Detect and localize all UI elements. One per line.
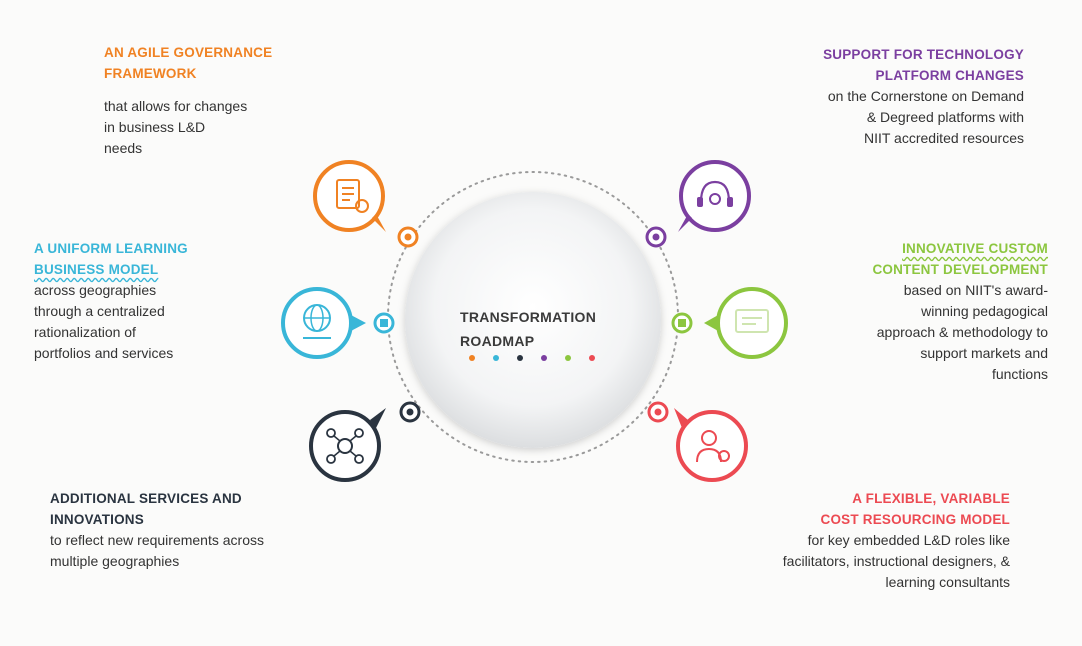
center-title-line2: ROADMAP [460,333,535,349]
flexible-heading: A FLEXIBLE, VARIABLE COST RESOURCING MOD… [820,491,1010,527]
globe-network-icon [281,287,366,359]
lightbulb-network-icon [309,408,386,482]
headset-gear-icon [678,160,751,232]
center-disc [405,192,661,448]
innovative-block: INNOVATIVE CUSTOM CONTENT DEVELOPMENT ba… [872,238,1048,385]
person-gear-icon [674,408,748,482]
monitor-content-icon [704,287,788,359]
ring-markers [373,226,693,423]
flexible-text: for key embedded L&D roles like facilita… [782,532,1010,590]
uniform-text: across geographies through a centralized… [34,282,174,361]
additional-block: ADDITIONAL SERVICES AND INNOVATIONS to r… [50,488,264,572]
governance-text: that allows for changes in business L&D … [104,98,248,156]
uniform-heading: A UNIFORM LEARNING BUSINESS MODEL [34,241,188,277]
governance-block: AN AGILE GOVERNANCE FRAMEWORK that allow… [104,42,272,159]
flexible-block: A FLEXIBLE, VARIABLE COST RESOURCING MOD… [783,488,1010,593]
innovative-text: based on NIIT's award- winning pedagogic… [876,282,1048,382]
additional-text: to reflect new requirements across multi… [50,532,264,569]
governance-heading: AN AGILE GOVERNANCE FRAMEWORK [104,45,273,81]
center-color-dots [469,355,595,361]
additional-heading: ADDITIONAL SERVICES AND INNOVATIONS [50,491,242,527]
innovative-heading: INNOVATIVE CUSTOM CONTENT DEVELOPMENT [872,241,1048,277]
checklist-gear-icon [313,160,386,232]
center-title-line1: TRANSFORMATION [460,309,597,325]
support-heading: SUPPORT FOR TECHNOLOGY PLATFORM CHANGES [823,47,1024,83]
center-title: TRANSFORMATION ROADMAP [460,305,596,353]
support-block: SUPPORT FOR TECHNOLOGY PLATFORM CHANGES … [823,44,1024,149]
uniform-block: A UNIFORM LEARNING BUSINESS MODEL across… [34,238,188,364]
support-text: on the Cornerstone on Demand & Degreed p… [827,88,1024,146]
